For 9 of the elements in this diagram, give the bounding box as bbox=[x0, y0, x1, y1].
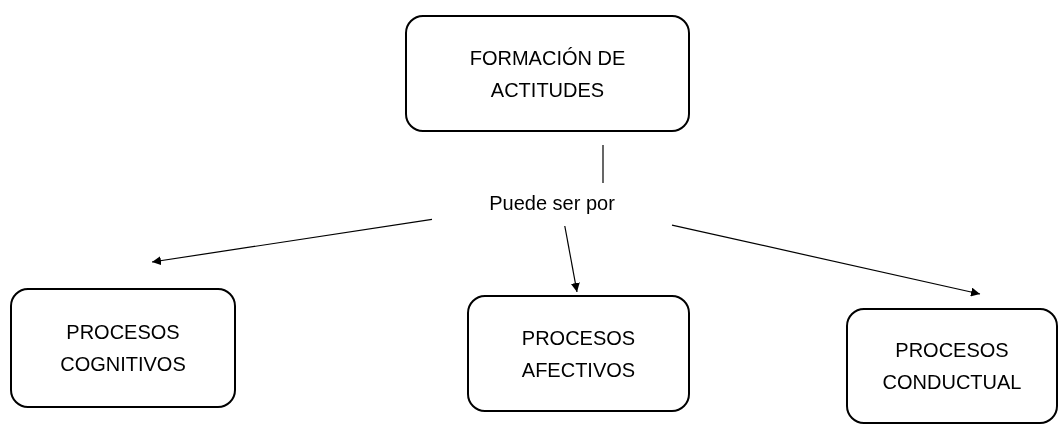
connector-label: Puede ser por bbox=[489, 191, 615, 216]
concept-box: PROCESOS AFECTIVOS bbox=[467, 295, 690, 412]
concept-box: PROCESOS COGNITIVOS bbox=[10, 288, 236, 408]
arrow bbox=[564, 225, 580, 293]
concept-box: PROCESOS CONDUCTUAL bbox=[846, 308, 1058, 424]
arrow bbox=[151, 218, 433, 266]
concept-box: FORMACIÓN DE ACTITUDES bbox=[405, 15, 690, 132]
connector-line bbox=[602, 144, 604, 184]
arrow bbox=[671, 224, 981, 297]
